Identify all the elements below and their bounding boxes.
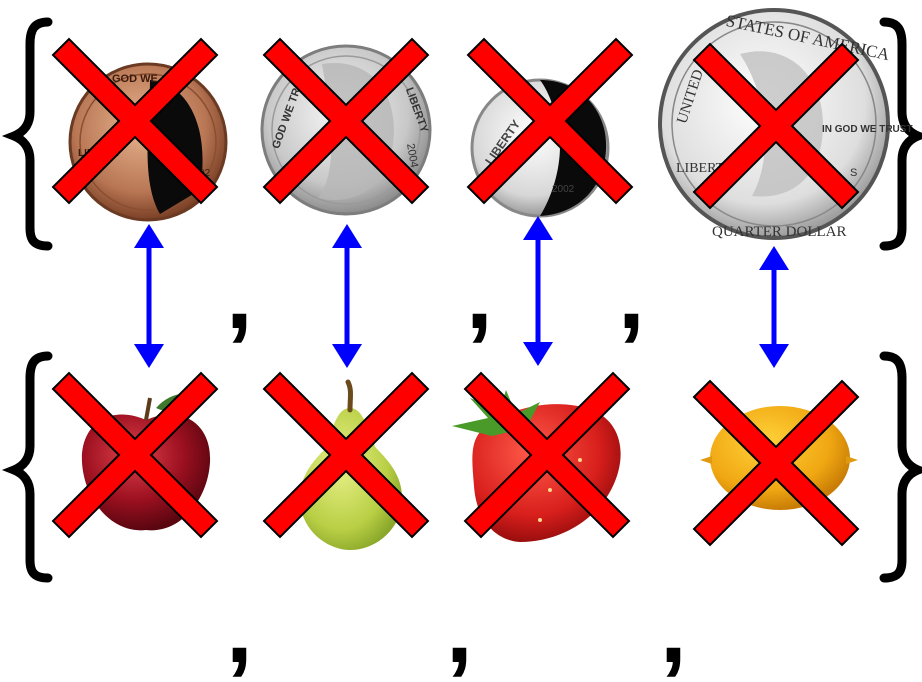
double-arrow-icon xyxy=(523,216,553,366)
right-brace-top xyxy=(879,17,922,251)
left-brace-top xyxy=(1,17,53,251)
comma-coins-1: , xyxy=(226,242,253,349)
right-brace-bottom xyxy=(879,351,922,583)
double-arrow-icon xyxy=(332,224,362,368)
double-arrow-icon xyxy=(759,246,789,368)
left-brace-bottom xyxy=(1,351,53,583)
dime-inscription-2: 2002 xyxy=(552,184,575,195)
x-mark-icon xyxy=(692,42,860,210)
fruits-set: , , , xyxy=(1,351,922,682)
correspondence-arrows xyxy=(134,216,789,368)
x-mark-icon xyxy=(51,371,219,539)
comma-coins-2: , xyxy=(466,242,493,349)
coins-set: GOD WE LIBERTY 2002 GOD WE TR LIBERTY 20… xyxy=(1,8,922,349)
quarter-inscription-6: S xyxy=(850,167,857,179)
double-arrow-icon xyxy=(134,224,164,368)
quarter-inscription-5: QUARTER DOLLAR xyxy=(712,224,847,240)
x-mark-icon xyxy=(692,379,860,547)
quarter-inscription-4: IN GOD WE TRUST xyxy=(822,124,913,135)
comma-fruits-1: , xyxy=(226,576,253,682)
pear-fruit xyxy=(299,379,403,550)
x-mark-icon xyxy=(51,37,219,205)
x-mark-icon xyxy=(262,371,430,539)
comma-coins-3: , xyxy=(618,242,645,349)
penny-inscription-1: GOD WE xyxy=(112,73,158,85)
comma-fruits-2: , xyxy=(446,576,473,682)
nickel-inscription-3: 2004 xyxy=(404,143,420,169)
x-mark-icon xyxy=(262,37,430,205)
x-mark-icon xyxy=(463,371,631,539)
comma-fruits-3: , xyxy=(660,576,687,682)
x-mark-icon xyxy=(466,37,634,205)
